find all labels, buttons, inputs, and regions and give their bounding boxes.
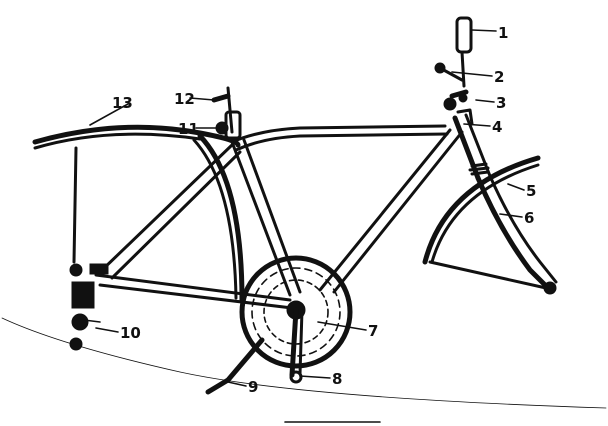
callout-label-7: 7 — [368, 322, 378, 340]
bicycle-frame — [94, 113, 492, 310]
kickstand — [205, 337, 265, 395]
rear-fender — [32, 124, 245, 303]
page-edge-curve — [1, 317, 607, 409]
front-axle — [543, 281, 557, 295]
crank-arm — [289, 307, 304, 384]
callout-label-9: 9 — [248, 378, 258, 396]
callout-label-13: 13 — [112, 94, 133, 112]
rear-hub-brake — [69, 263, 109, 351]
callout-label-6: 6 — [524, 209, 534, 227]
callout-label-8: 8 — [332, 370, 342, 388]
callout-label-1: 1 — [498, 24, 508, 42]
callout-labels: 1 2 3 4 5 6 7 8 9 10 11 12 13 — [112, 24, 536, 396]
callout-label-2: 2 — [494, 68, 504, 86]
callout-label-4: 4 — [492, 118, 502, 136]
callout-label-3: 3 — [496, 94, 506, 112]
callout-leaders — [89, 29, 525, 387]
handlebar-assembly — [434, 16, 474, 126]
fender-stay — [72, 146, 78, 264]
front-fender — [422, 155, 548, 290]
callout-label-11: 11 — [178, 120, 199, 138]
callout-label-10: 10 — [120, 324, 141, 342]
callout-label-5: 5 — [526, 182, 536, 200]
callout-label-12: 12 — [174, 90, 195, 108]
chainring — [239, 255, 353, 369]
seat-post-assembly — [211, 86, 242, 140]
